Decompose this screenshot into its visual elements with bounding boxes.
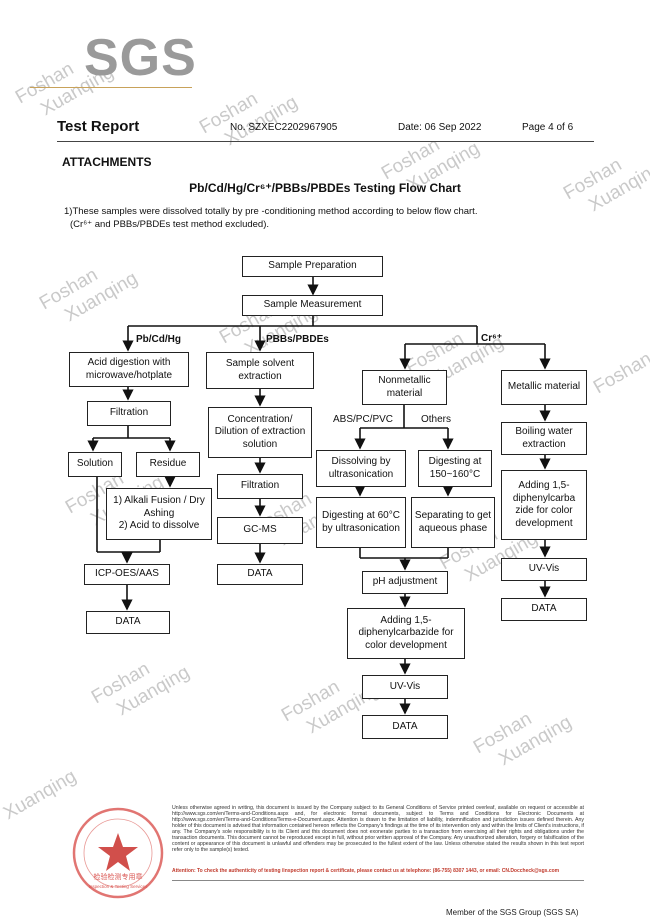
digesting-150-box: Digesting at 150~160°C xyxy=(418,450,492,487)
uv-vis-box-center: UV-Vis xyxy=(362,675,448,699)
note-line-2: (Cr⁶⁺ and PBBs/PBDEs test method exclude… xyxy=(70,219,270,230)
separating-aqueous-box: Separating to get aqueous phase xyxy=(411,497,495,548)
gc-ms-box: GC-MS xyxy=(217,517,303,544)
alkali-fusion-box: 1) Alkali Fusion / Dry Ashing 2) Acid to… xyxy=(106,488,212,540)
nonmetallic-material-box: Nonmetallic material xyxy=(362,370,447,405)
branch-label-pbb-pbde: PBBs/PBDEs xyxy=(266,334,329,345)
abs-pc-pvc-label: ABS/PC/PVC xyxy=(333,414,394,425)
note-line-1: 1)These samples were dissolved totally b… xyxy=(64,206,478,217)
metallic-material-box: Metallic material xyxy=(501,370,587,405)
acid-digestion-box: Acid digestion with microwave/hotplate xyxy=(69,352,189,387)
dissolving-ultrasonication-box: Dissolving by ultrasonication xyxy=(316,450,406,487)
adding-diphenylcarbazide-box: Adding 1,5-diphenylcarbazide for color d… xyxy=(347,608,465,659)
page-number: Page 4 of 6 xyxy=(522,122,574,133)
filtration-box-2: Filtration xyxy=(217,474,303,499)
solvent-extraction-box: Sample solvent extraction xyxy=(206,352,314,389)
data-box-2: DATA xyxy=(217,564,303,585)
concentration-box: Concentration/ Dilution of extraction so… xyxy=(208,407,312,458)
header-divider xyxy=(57,141,594,142)
footer-divider xyxy=(172,880,584,881)
data-box-center: DATA xyxy=(362,715,448,739)
branch-label-pb-cd-hg: Pb/Cd/Hg xyxy=(136,334,181,345)
report-date: Date: 06 Sep 2022 xyxy=(398,122,482,133)
digesting-60-box: Digesting at 60°C by ultrasonication xyxy=(316,497,406,548)
solution-box: Solution xyxy=(68,452,122,477)
sgs-logo: SGS xyxy=(84,29,197,87)
seal-star-icon xyxy=(98,833,138,871)
sample-measurement-box: Sample Measurement xyxy=(242,295,383,316)
logo-underline xyxy=(30,87,192,88)
others-label: Others xyxy=(421,414,452,425)
svg-text:Inspection & Testing Services: Inspection & Testing Services xyxy=(89,884,148,889)
data-box-right: DATA xyxy=(501,598,587,621)
report-number: No. SZXEC2202967905 xyxy=(230,122,338,133)
flow-chart-title: Pb/Cd/Hg/Cr⁶⁺/PBBs/PBDEs Testing Flow Ch… xyxy=(189,181,461,195)
icp-oes-aas-box: ICP-OES/AAS xyxy=(84,564,170,585)
svg-text:检验检测专用章: 检验检测专用章 xyxy=(94,872,143,881)
section-heading: ATTACHMENTS xyxy=(62,155,152,169)
adding-diphenylcarbazide-box-right: Adding 1,5-diphenylcarba zide for color … xyxy=(501,470,587,540)
sgs-group-member: Member of the SGS Group (SGS SA) xyxy=(446,908,579,917)
branch-label-cr6: Cr⁶⁺ xyxy=(481,333,502,344)
filtration-box-1: Filtration xyxy=(87,401,171,426)
uv-vis-box-right: UV-Vis xyxy=(501,558,587,581)
ph-adjustment-box: pH adjustment xyxy=(362,571,448,594)
company-seal: 检验检测专用章 Inspection & Testing Services xyxy=(72,807,164,899)
footer-disclaimer: Unless otherwise agreed in writing, this… xyxy=(172,805,584,853)
sample-preparation-box: Sample Preparation xyxy=(242,256,383,277)
residue-box: Residue xyxy=(136,452,200,477)
data-box-1: DATA xyxy=(86,611,170,634)
report-title: Test Report xyxy=(57,118,140,135)
footer-attention: Attention: To check the authenticity of … xyxy=(172,868,560,874)
boiling-water-extraction-box: Boiling water extraction xyxy=(501,422,587,455)
